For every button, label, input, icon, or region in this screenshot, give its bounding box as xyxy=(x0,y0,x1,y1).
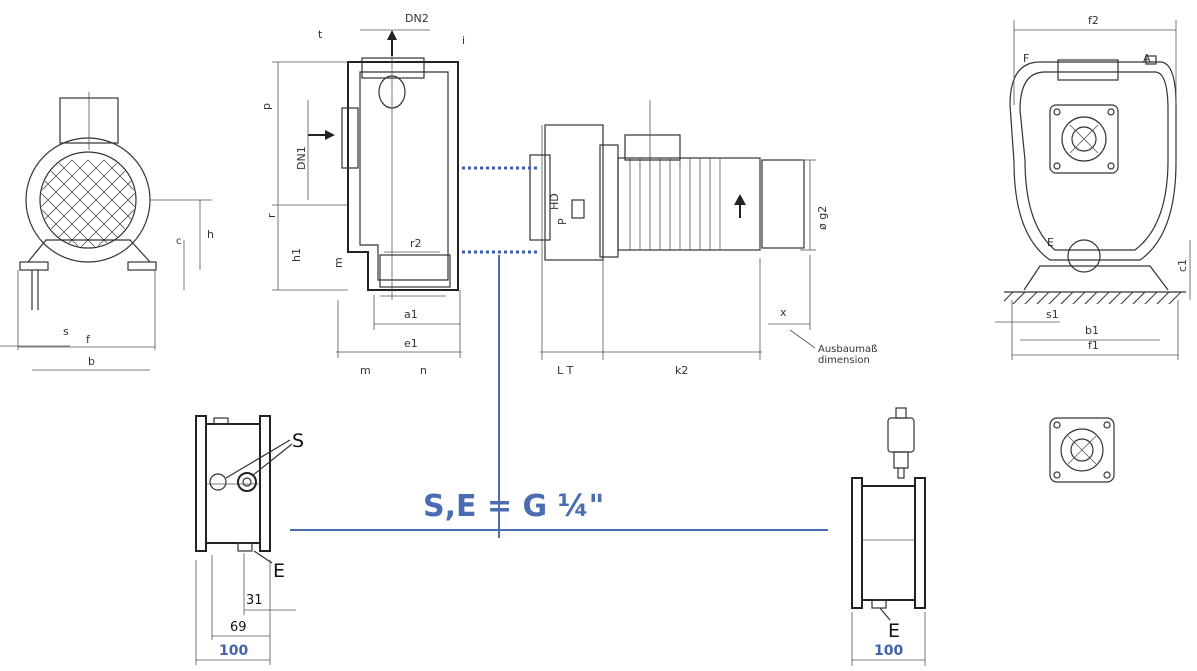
dim-h1: h1 xyxy=(290,248,303,262)
dim-DN2: DN2 xyxy=(405,12,429,25)
dim-c: c xyxy=(176,236,182,247)
label-E-left: E xyxy=(273,560,285,582)
left-detail: S E 31 69 100 xyxy=(195,415,304,665)
dim-f: f xyxy=(86,333,91,346)
label-S: S xyxy=(292,430,304,452)
dim-n: n xyxy=(420,364,427,377)
dim-t-top: t xyxy=(318,28,323,41)
dim-m: m xyxy=(360,364,371,377)
note-ausbaumass: Ausbaumaß xyxy=(818,344,877,355)
dim-69: 69 xyxy=(230,620,247,635)
section-view: DN2 t i p DN1 r h1 r2 m a1 e1 m n xyxy=(260,12,465,377)
front-view: f2 F A E c1 s1 b1 f1 xyxy=(995,14,1191,483)
dim-m-label: m xyxy=(332,257,345,268)
dim-s1: s1 xyxy=(1046,308,1059,321)
dim-k2: k2 xyxy=(675,364,688,377)
dim-e1: e1 xyxy=(404,337,418,350)
dim-100-left: 100 xyxy=(219,643,248,659)
connection-note: S,E = G ¼" xyxy=(423,489,604,524)
dim-h: h xyxy=(207,228,214,241)
dim-F: F xyxy=(1023,52,1029,65)
note-dimension: dimension xyxy=(818,355,870,366)
dim-A: A xyxy=(1143,52,1151,65)
dim-31: 31 xyxy=(246,593,263,608)
side-view: s b f h c xyxy=(0,92,214,371)
dim-E-front: E xyxy=(1047,236,1054,249)
dim-g2: ø g2 xyxy=(816,206,829,230)
dim-s: s xyxy=(63,325,69,338)
dim-c1: c1 xyxy=(1176,259,1189,272)
dim-r2: r2 xyxy=(410,237,422,250)
dim-p: p xyxy=(260,103,273,110)
dim-r: r xyxy=(265,213,278,218)
dim-DN1: DN1 xyxy=(295,146,308,170)
dim-i: i xyxy=(462,34,465,47)
dim-f1: f1 xyxy=(1088,339,1099,352)
label-E-right: E xyxy=(888,620,900,642)
dim-a1: a1 xyxy=(404,308,418,321)
dim-b1: b1 xyxy=(1085,324,1099,337)
dim-LT: L T xyxy=(557,364,574,377)
dim-P: P xyxy=(556,218,569,225)
right-detail: E 100 xyxy=(851,407,926,666)
dim-100-right: 100 xyxy=(874,643,903,659)
motor-view: HD P ø g2 x L T k2 Ausbaumaß dimension xyxy=(529,100,877,377)
dim-b: b xyxy=(88,355,95,368)
connection-leaders: S,E = G ¼" xyxy=(290,255,828,538)
dim-f2: f2 xyxy=(1088,14,1099,27)
dim-HD: HD xyxy=(548,193,561,210)
dim-x: x xyxy=(780,306,787,319)
